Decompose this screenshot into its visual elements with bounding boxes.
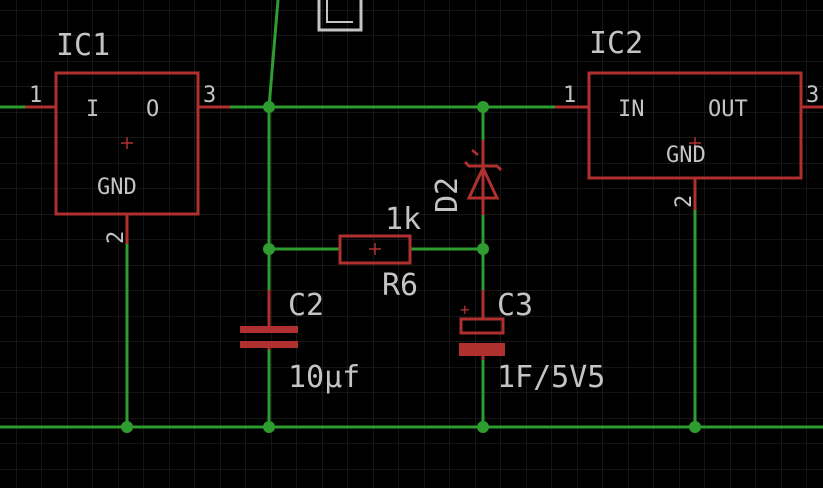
junction: [477, 101, 489, 113]
r6-value: 1k: [385, 202, 421, 237]
c3-polarity-mark: +: [460, 300, 470, 319]
c3-capacitor[interactable]: + C3 1F/5V5: [459, 288, 605, 395]
ic1-pin-out: 3: [203, 83, 216, 108]
ic1-pin-gnd: 2: [104, 231, 129, 244]
ic1-output-label: O: [146, 97, 159, 122]
c3-value: 1F/5V5: [497, 360, 605, 395]
ic1-input-label: I: [86, 97, 99, 122]
ic2-pin-out: 3: [806, 83, 819, 108]
junctions: [121, 101, 701, 433]
ic1-component[interactable]: IC1 I O GND 1 3 2: [25, 28, 230, 244]
ic1-pin-in: 1: [29, 83, 42, 108]
junction: [121, 421, 133, 433]
d2-name: D2: [430, 177, 465, 213]
c2-capacitor[interactable]: C2 10µf: [240, 288, 360, 395]
junction: [689, 421, 701, 433]
r6-resistor[interactable]: 1k R6: [338, 202, 421, 303]
d2-zener-diode[interactable]: D2: [430, 140, 503, 215]
ic2-pin-gnd: 2: [672, 195, 697, 208]
c3-name: C3: [497, 288, 533, 323]
ic2-gnd-label: GND: [666, 143, 706, 168]
junction: [477, 243, 489, 255]
ic2-output-label: OUT: [708, 97, 748, 122]
ic2-name: IC2: [589, 26, 643, 61]
r6-name: R6: [382, 268, 418, 303]
wire-diagonal-top: [267, 0, 280, 108]
junction: [263, 243, 275, 255]
c2-value: 10µf: [288, 360, 360, 395]
ic2-input-label: IN: [618, 97, 645, 122]
ic2-pin-in: 1: [563, 83, 576, 108]
ic1-name: IC1: [56, 28, 110, 63]
junction: [263, 421, 275, 433]
partial-component-top[interactable]: [317, 0, 363, 32]
ic1-gnd-label: GND: [97, 175, 137, 200]
junction: [263, 101, 275, 113]
ic2-component[interactable]: IC2 IN OUT GND 1 3 2: [555, 26, 823, 210]
junction: [477, 421, 489, 433]
c2-name: C2: [288, 288, 324, 323]
